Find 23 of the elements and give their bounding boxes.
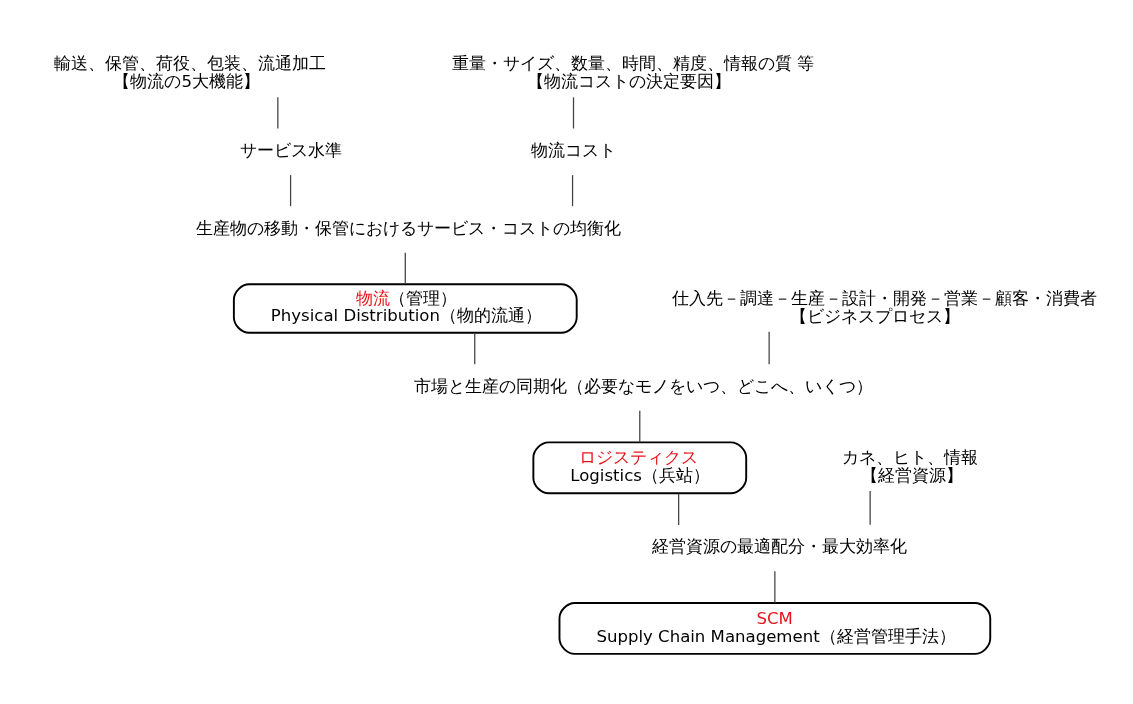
node-text: 仕入先－調達－生産－設計・開発－営業－顧客・消費者 【ビジネスプロセス】 (672, 288, 1098, 326)
connector (474, 331, 476, 365)
connector (404, 251, 406, 285)
node-box: 物流（管理） Physical Distribution（物的流通） (232, 282, 578, 334)
node-text: サービス水準 (240, 140, 343, 160)
node-text: カネ、ヒト、情報 【経営資源】 (842, 447, 979, 485)
node-box: ロジスティクス Logistics（兵站） (532, 440, 748, 494)
node-text: 物流コスト (530, 140, 616, 160)
node-text: 重量・サイズ、数量、時間、精度、情報の質 等 【物流コストの決定要因】 (451, 53, 815, 91)
connector (572, 96, 575, 129)
connector (571, 173, 574, 207)
node-text: 輸送、保管、荷役、包装、流通加工 【物流の5大機能】 (54, 53, 327, 91)
connector (768, 330, 770, 365)
connector (277, 96, 279, 129)
node-text: 経営資源の最適配分・最大効率化 (651, 536, 907, 556)
node-text: 生産物の移動・保管におけるサービス・コストの均衡化 (196, 218, 622, 238)
connector (869, 489, 871, 525)
node-box: SCM Supply Chain Management（経営管理手法） (558, 601, 992, 655)
node-text: 市場と生産の同期化（必要なモノをいつ、どこへ、いくつ） (413, 376, 873, 396)
connector (289, 173, 292, 207)
connector (774, 570, 776, 603)
connector (639, 409, 641, 443)
connector (678, 492, 680, 526)
